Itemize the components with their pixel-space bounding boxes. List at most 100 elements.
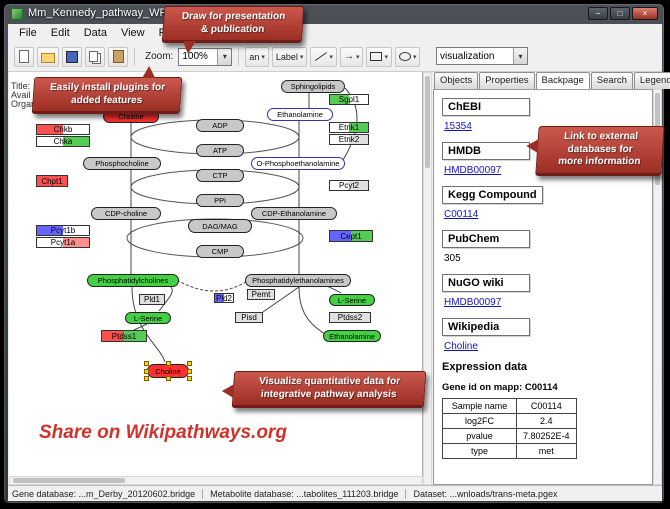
table-cell: 2.4	[516, 413, 577, 429]
chebi-link[interactable]: 15354	[444, 121, 472, 132]
node-ctp[interactable]: CTP	[196, 169, 244, 182]
chevron-down-icon[interactable]: ▾	[513, 48, 527, 64]
node-chkb[interactable]: Chkb	[36, 124, 90, 135]
node-cdp-choline[interactable]: CDP-choline	[91, 207, 161, 220]
node-pisd[interactable]: Pisd	[235, 312, 263, 323]
maximize-button[interactable]: □	[610, 7, 630, 20]
node-ppi[interactable]: PPi	[196, 194, 244, 207]
arrow-tool[interactable]: →▾	[339, 46, 364, 67]
tab-legend[interactable]: Legend	[633, 72, 670, 89]
node-l-serine-left[interactable]: L-Serine	[125, 312, 171, 324]
node-sgpl1[interactable]: Sgpl1	[329, 94, 369, 105]
selection-handle[interactable]	[187, 376, 192, 381]
node-cdp-ethanolamine[interactable]: CDP-Ethanolamine	[251, 207, 337, 220]
label-tool[interactable]: Label▾	[271, 46, 308, 67]
tab-objects[interactable]: Objects	[434, 72, 479, 89]
line-tool[interactable]: ▾	[310, 46, 337, 67]
node-phosphocholine[interactable]: Phosphocholine	[83, 157, 161, 170]
node-cept1[interactable]: Cept1	[329, 230, 373, 242]
chevron-down-icon[interactable]: ▾	[217, 48, 232, 65]
node-l-serine-right[interactable]: L-Serine	[329, 294, 375, 306]
backpage-section-hmdb: HMDB HMDB00097	[442, 141, 644, 176]
selection-handle[interactable]	[166, 361, 171, 366]
node-adp[interactable]: ADP	[196, 119, 244, 132]
node-ethanolamine-bottom[interactable]: Ethanolamine	[323, 330, 381, 342]
table-cell: log2FC	[442, 413, 517, 429]
selection-handle[interactable]	[144, 376, 149, 381]
gene-id-line: Gene id on mapp: C00114	[442, 382, 558, 393]
node-pcyt1a[interactable]: Pcyt1a	[36, 237, 90, 248]
hmdb-header: HMDB	[442, 142, 530, 160]
save-button[interactable]	[62, 46, 82, 67]
plugins-callout-line: added features	[70, 94, 143, 106]
paste-button[interactable]	[108, 46, 128, 67]
node-phosphatidylcholines[interactable]: Phosphatidylcholines	[87, 274, 179, 287]
visualization-combobox[interactable]: visualization ▾	[436, 47, 528, 65]
scrollbar-thumb[interactable]	[13, 478, 125, 483]
scrollbar-thumb[interactable]	[425, 76, 430, 168]
hmdb-link[interactable]: HMDB00097	[444, 165, 502, 176]
tab-search[interactable]: Search	[590, 72, 633, 89]
copy-button[interactable]	[85, 46, 105, 67]
node-chpt1[interactable]: Chpt1	[36, 175, 68, 187]
canvas-horizontal-scrollbar[interactable]	[9, 476, 423, 485]
nugo-wiki-link[interactable]: HMDB00097	[444, 297, 502, 308]
node-dag-mag[interactable]: DAG/MAG	[188, 219, 252, 233]
node-pcyt1b[interactable]: Pcyt1b	[36, 225, 90, 236]
open-file-button[interactable]	[37, 46, 59, 67]
draw-callout-line: Draw for presentation	[181, 11, 286, 22]
new-file-button[interactable]	[14, 46, 34, 67]
tab-properties[interactable]: Properties	[479, 72, 535, 89]
node-ethanolamine-top[interactable]: Ethanolamine	[267, 108, 333, 121]
new-file-icon	[19, 50, 29, 63]
oval-tool[interactable]: ▾	[394, 46, 421, 67]
nugo-wiki-header: NuGO wiki	[442, 274, 530, 292]
selection-handle[interactable]	[166, 376, 171, 381]
titlebar[interactable]: Mm_Kennedy_pathway_WP1771_45176.gpml − □…	[4, 4, 664, 24]
node-cmp[interactable]: CMP	[196, 245, 244, 258]
node-ptdss2[interactable]: Ptdss2	[329, 312, 371, 323]
toolbar-separator	[134, 47, 135, 66]
selection-handle[interactable]	[187, 361, 192, 366]
node-atp[interactable]: ATP	[196, 144, 244, 157]
selection-handle[interactable]	[144, 361, 149, 366]
node-pcyt2[interactable]: Pcyt2	[329, 180, 369, 191]
chevron-down-icon: ▾	[412, 53, 417, 61]
node-pld1[interactable]: Pld1	[139, 294, 165, 305]
kegg-compound-link[interactable]: C00114	[444, 209, 479, 220]
open-file-icon	[41, 52, 55, 63]
node-etnk1[interactable]: Etnk1	[329, 122, 369, 133]
rectangle-tool[interactable]: ▾	[366, 46, 392, 67]
node-sphingolipids[interactable]: Sphingolipids	[281, 80, 345, 93]
tab-backpage[interactable]: Backpage	[535, 72, 590, 89]
canvas-vertical-scrollbar[interactable]	[423, 72, 432, 485]
arrow-tool-icon: →	[343, 51, 354, 62]
table-cell: type	[442, 443, 517, 459]
node-o-phosphoethanolamine[interactable]: O-Phosphoethanolamine	[251, 157, 345, 170]
close-button[interactable]: ×	[632, 7, 658, 20]
datanode-tool-label: an	[249, 51, 260, 62]
selection-handle[interactable]	[187, 369, 192, 374]
node-pemt[interactable]: Pemt	[247, 289, 275, 300]
minimize-button[interactable]: −	[588, 7, 608, 20]
menu-data[interactable]: Data	[83, 27, 107, 39]
selection-handle[interactable]	[144, 369, 149, 374]
menu-view[interactable]: View	[120, 27, 145, 39]
statusbar-segment: Gene database: ...m_Derby_20120602.bridg…	[12, 488, 196, 499]
node-pld2[interactable]: Pld2	[214, 293, 234, 303]
menu-edit[interactable]: Edit	[50, 27, 70, 39]
menu-file[interactable]: File	[19, 27, 37, 39]
chevron-down-icon: ▾	[329, 53, 333, 61]
wikipedia-link[interactable]: Choline	[444, 341, 478, 352]
node-phosphatidylethanolamines[interactable]: Phosphatidylethanolamines	[245, 274, 351, 287]
datanode-tool[interactable]: an▾	[245, 46, 269, 67]
node-ptdss1[interactable]: Ptdss1	[101, 330, 147, 342]
node-chka[interactable]: Chka	[36, 136, 90, 147]
node-etnk2[interactable]: Etnk2	[329, 134, 369, 145]
